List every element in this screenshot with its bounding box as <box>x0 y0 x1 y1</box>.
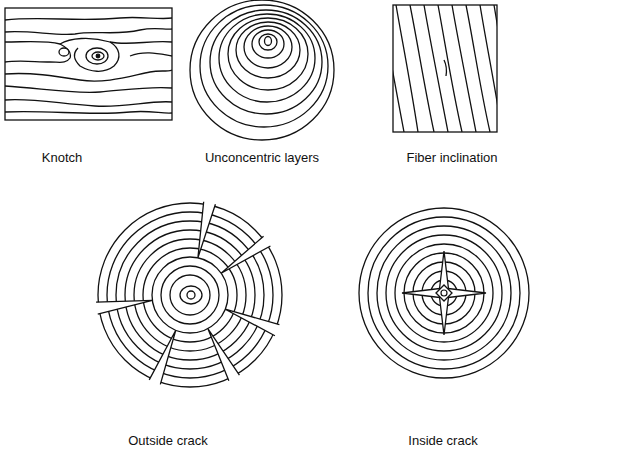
outside-crack-section <box>96 202 282 387</box>
defect-caption: Inside crack <box>406 433 479 449</box>
defect-caption: Fiber inclination <box>404 150 499 166</box>
defect-caption: Outside crack <box>126 433 209 449</box>
inside-crack-section <box>359 208 529 378</box>
defect-caption: Knotch <box>40 150 84 166</box>
defect-caption: Unconcentric layers <box>203 150 321 166</box>
unconcentric-rings <box>190 0 334 140</box>
knot-board <box>5 8 172 120</box>
inclined-fibers <box>380 5 512 132</box>
